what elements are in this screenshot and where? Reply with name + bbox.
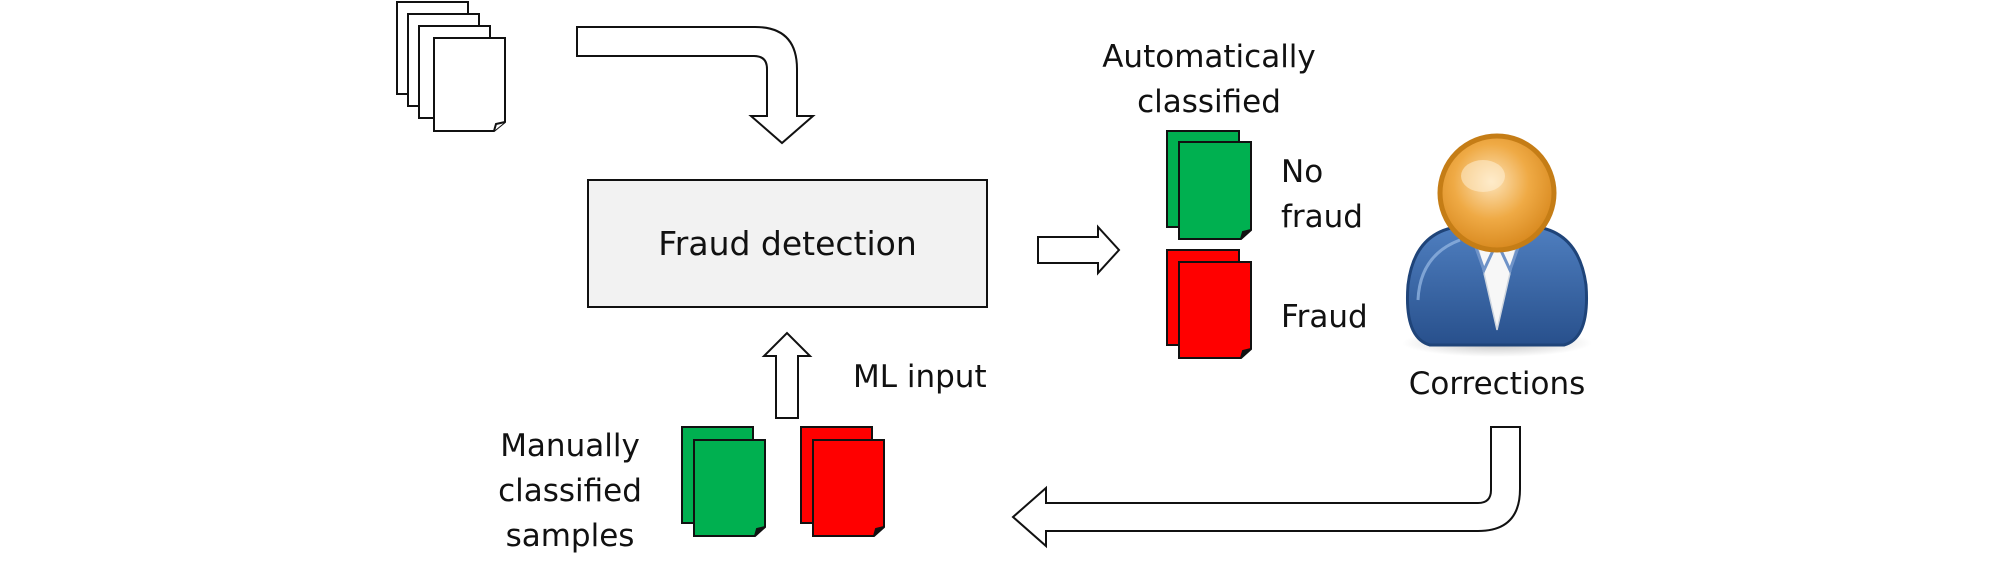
manual-samples-label: Manually classified samples	[498, 428, 642, 554]
ml-input-label: ML input	[853, 359, 987, 395]
input-documents-icon	[396, 1, 506, 132]
fraud-label: Fraud	[1281, 299, 1368, 335]
person-icon	[1402, 133, 1592, 357]
corrections-label: Corrections	[1408, 366, 1586, 402]
input-arrow-icon	[576, 26, 816, 145]
fraud-detection-label: Fraud detection	[658, 224, 917, 263]
output-arrow-icon	[1037, 224, 1121, 276]
feedback-arrow-icon	[1011, 426, 1521, 549]
fraud-detection-box: Fraud detection	[587, 179, 988, 308]
ml-input-arrow-icon	[761, 331, 813, 419]
manual-fraud-documents-icon	[800, 426, 885, 537]
no-fraud-documents-icon	[1166, 130, 1252, 240]
fraud-documents-icon	[1166, 249, 1252, 359]
manual-no-fraud-documents-icon	[681, 426, 766, 537]
auto-classified-heading: Automatically classified	[1102, 39, 1316, 120]
no-fraud-label: No fraud	[1281, 154, 1363, 235]
